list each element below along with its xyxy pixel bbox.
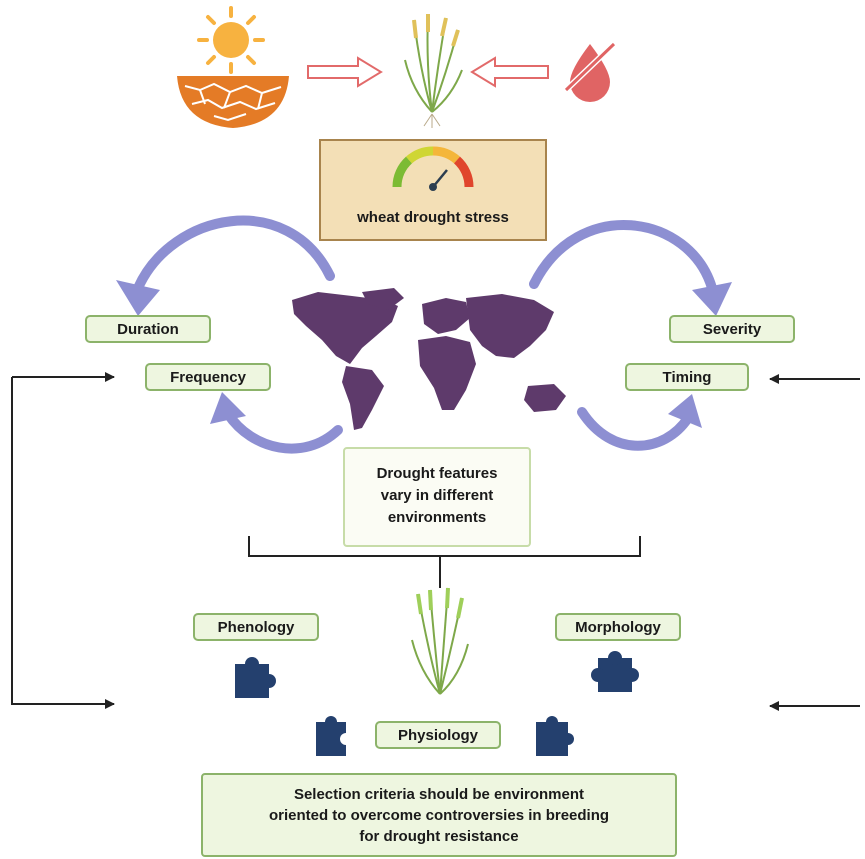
severity-label: Severity [669, 315, 795, 343]
svg-text:oriented to overcome controver: oriented to overcome controversies in br… [269, 807, 609, 824]
svg-text:Physiology: Physiology [398, 727, 479, 744]
frequency-label: Frequency [145, 363, 271, 391]
svg-text:Drought features: Drought features [377, 465, 498, 482]
no-water-icon [563, 41, 617, 102]
puzzle-icon [536, 716, 574, 756]
environment-box: Drought features vary in different envir… [343, 447, 531, 547]
cracked-soil-icon [177, 76, 289, 128]
cycle-arrow-top-left [133, 215, 335, 293]
svg-text:for drought resistance: for drought resistance [359, 828, 518, 845]
puzzle-icon [591, 651, 639, 692]
wheat-plant-icon [404, 13, 463, 128]
stress-label: wheat drought stress [356, 209, 509, 226]
timing-label: Timing [625, 363, 749, 391]
puzzle-icon [235, 657, 276, 698]
morphology-label: Morphology [555, 613, 681, 641]
cycle-arrow-top-right [529, 220, 717, 293]
wheat-plant-icon [411, 587, 469, 695]
input-arrow-left [307, 56, 383, 88]
bracket-connector [248, 536, 641, 588]
input-arrow-right [470, 56, 549, 88]
svg-text:Timing: Timing [663, 369, 712, 386]
duration-label: Duration [85, 315, 211, 343]
sun-icon [197, 6, 265, 74]
right-feedback-arrow [769, 374, 860, 711]
svg-text:Phenology: Phenology [218, 619, 295, 636]
svg-text:Morphology: Morphology [575, 619, 661, 636]
svg-text:vary in different: vary in different [381, 487, 494, 504]
gauge-icon [392, 146, 474, 191]
left-feedback-arrow [11, 372, 115, 709]
svg-text:Severity: Severity [703, 321, 762, 338]
stress-box: wheat drought stress [319, 139, 547, 241]
physiology-label: Physiology [375, 721, 501, 749]
svg-text:environments: environments [388, 509, 486, 526]
world-map-icon [292, 288, 566, 430]
phenology-label: Phenology [193, 613, 319, 641]
conclusion-box: Selection criteria should be environment… [201, 773, 677, 857]
cycle-arrows [116, 215, 732, 454]
svg-text:Selection criteria should be e: Selection criteria should be environment [294, 786, 584, 803]
svg-text:Frequency: Frequency [170, 369, 247, 386]
svg-text:Duration: Duration [117, 321, 179, 338]
cycle-arrow-bottom-right [577, 407, 693, 451]
cycle-arrow-bottom-left [223, 409, 343, 454]
puzzle-icon [316, 716, 352, 756]
